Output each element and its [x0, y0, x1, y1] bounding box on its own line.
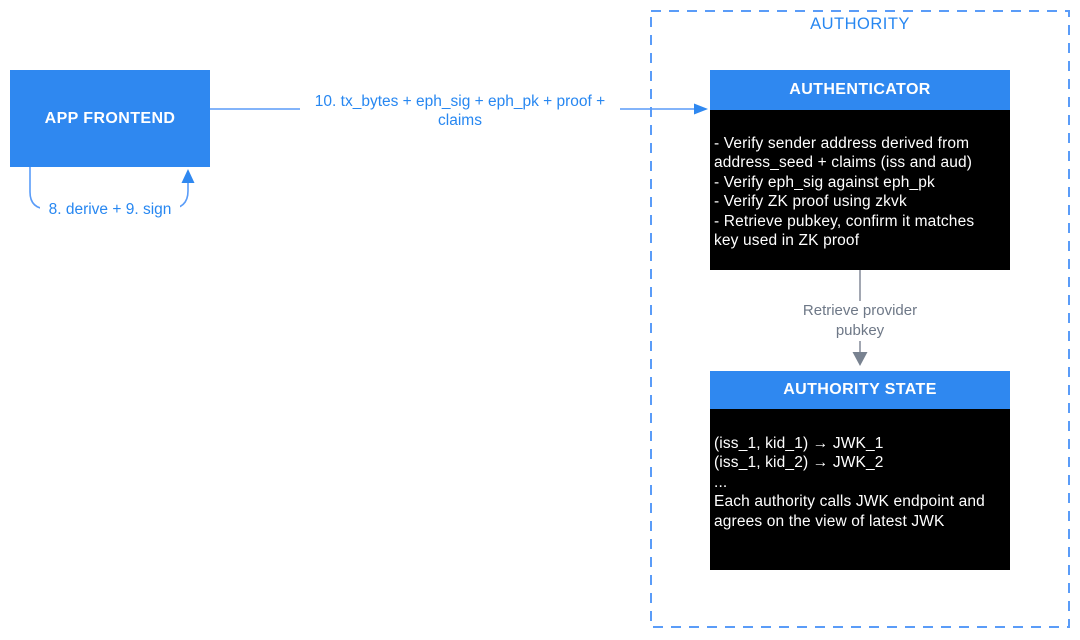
body-line: (iss_1, kid_2) → JWK_2: [714, 454, 884, 472]
authority-group-title: AUTHORITY: [810, 15, 910, 33]
body-line: address_seed + claims (iss and aud): [714, 154, 973, 172]
body-line: key used in ZK proof: [714, 232, 860, 250]
retrieve-arrow-head: [852, 352, 868, 366]
label-line: 10. tx_bytes + eph_sig + eph_pk + proof …: [314, 93, 606, 110]
authority-state-title: AUTHORITY STATE: [783, 381, 937, 398]
app-frontend-title: APP FRONTEND: [44, 109, 176, 127]
retrieve-pubkey-label: Retrieve provider pubkey: [780, 301, 940, 341]
body-line: agrees on the view of latest JWK: [714, 512, 945, 530]
authority-state-node-header: AUTHORITY STATE: [710, 371, 1010, 409]
submit-arrow-label: 10. tx_bytes + eph_sig + eph_pk + proof …: [300, 92, 620, 130]
label-line: claims: [438, 112, 482, 129]
authority-state-node-body: (iss_1, kid_1) → JWK_1 (iss_1, kid_2) → …: [710, 409, 1010, 570]
body-line: - Verify eph_sig against eph_pk: [714, 173, 935, 191]
authenticator-node-header: AUTHENTICATOR: [710, 70, 1010, 110]
derive-sign-label: 8. derive + 9. sign: [40, 201, 180, 219]
authenticator-title: AUTHENTICATOR: [789, 81, 931, 98]
body-line: Each authority calls JWK endpoint and: [714, 493, 985, 511]
body-line: ...: [714, 473, 728, 491]
label-line: Retrieve provider: [802, 302, 918, 319]
label-line: pubkey: [835, 322, 885, 339]
submit-arrow-head: [694, 103, 708, 115]
authority-dashed-border: [650, 10, 1070, 628]
derive-sign-arrow-head: [181, 169, 195, 183]
body-line: - Verify sender address derived from: [714, 135, 970, 152]
authenticator-node-body: - Verify sender address derived from add…: [710, 110, 1010, 270]
body-line: (iss_1, kid_1) → JWK_1: [714, 435, 884, 452]
body-line: - Retrieve pubkey, confirm it matches: [714, 212, 975, 230]
app-frontend-node: APP FRONTEND: [10, 70, 210, 167]
body-line: - Verify ZK proof using zkvk: [714, 193, 907, 211]
